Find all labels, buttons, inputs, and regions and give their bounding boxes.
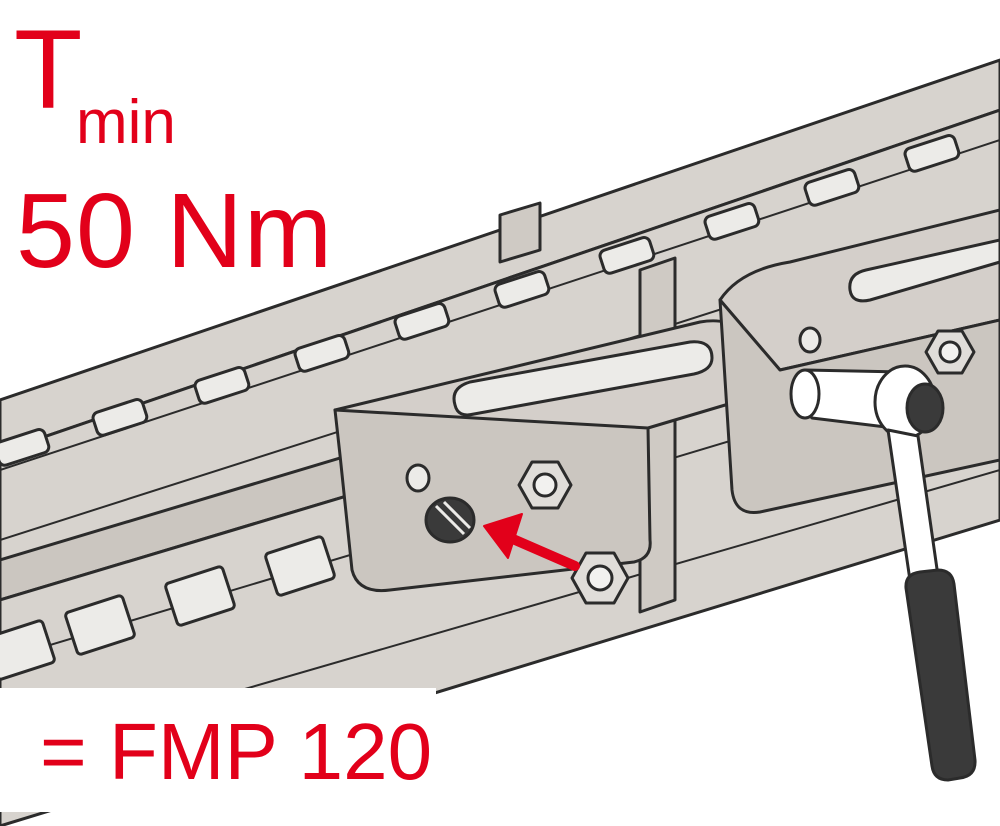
bracket-slot <box>452 340 714 417</box>
rail-slot <box>91 397 149 437</box>
bracket-side-flange <box>333 408 652 593</box>
ratchet-wrench-icon <box>789 364 977 782</box>
rail-slot <box>64 594 136 656</box>
torque-symbol: T <box>14 7 83 132</box>
bracket-hole <box>405 463 431 493</box>
splice-plate <box>498 201 542 264</box>
bolt-icon <box>424 496 476 544</box>
lower-slot-row <box>0 535 336 681</box>
upper-slot-row <box>0 133 961 467</box>
bracket-slot <box>848 238 1000 303</box>
bracket-hole <box>798 326 822 354</box>
rail-slot <box>903 133 961 173</box>
rail-slot <box>264 535 336 597</box>
rail-slot <box>0 619 56 681</box>
product-label-box <box>0 688 436 812</box>
hex-nut-icon <box>924 329 976 375</box>
rail-slot <box>293 333 351 373</box>
rail-slot <box>803 167 861 207</box>
product-label: = FMP 120 <box>40 707 433 796</box>
rail-slot <box>703 201 761 241</box>
tightening-arrow-icon <box>483 513 580 571</box>
hex-nut-icon <box>570 551 630 605</box>
rail-slot <box>493 269 551 309</box>
torque-subscript: min <box>76 88 176 157</box>
rail-slot <box>393 301 451 341</box>
rail-slot <box>193 365 251 405</box>
rail-slot <box>598 235 656 275</box>
wrench-handle <box>904 568 977 782</box>
torque-value: 50 Nm <box>16 172 334 290</box>
rail-slot <box>164 565 236 627</box>
hex-nut-icon <box>517 460 573 510</box>
rail-slot <box>0 427 51 467</box>
